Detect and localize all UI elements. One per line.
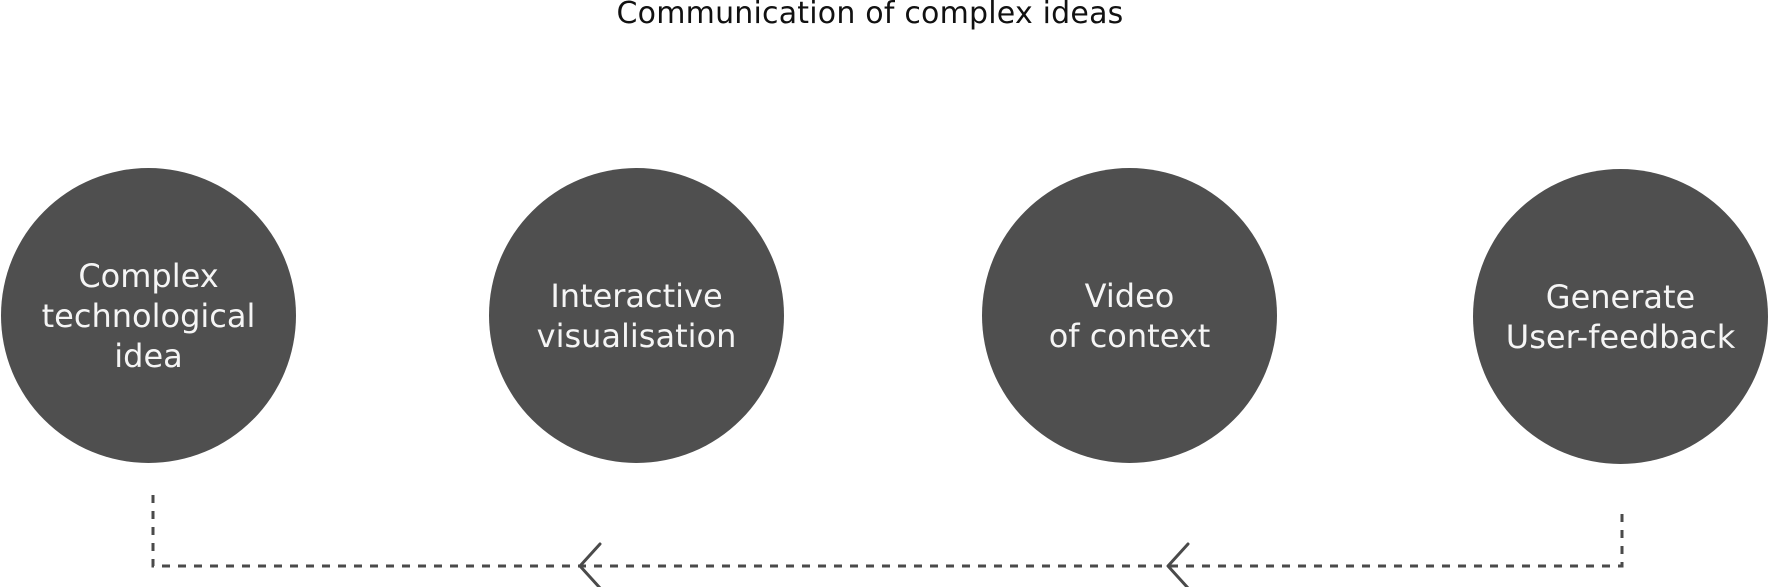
- node-video-of-context: Video of context: [982, 168, 1277, 463]
- feedback-loop-dashed-line: [151, 487, 1624, 568]
- node-label: Video of context: [1048, 276, 1211, 355]
- node-label: Interactive visualisation: [536, 276, 737, 355]
- node-label: Complex technological idea: [41, 256, 256, 375]
- node-generate-user-feedback: Generate User-feedback: [1473, 169, 1768, 464]
- node-interactive-visualisation: Interactive visualisation: [489, 168, 784, 463]
- arrow-left-icon: [1166, 542, 1190, 587]
- node-complex-technological-idea: Complex technological idea: [1, 168, 296, 463]
- node-label: Generate User-feedback: [1505, 277, 1736, 356]
- diagram-title: Communication of complex ideas: [616, 0, 1124, 31]
- arrow-left-icon: [578, 542, 602, 587]
